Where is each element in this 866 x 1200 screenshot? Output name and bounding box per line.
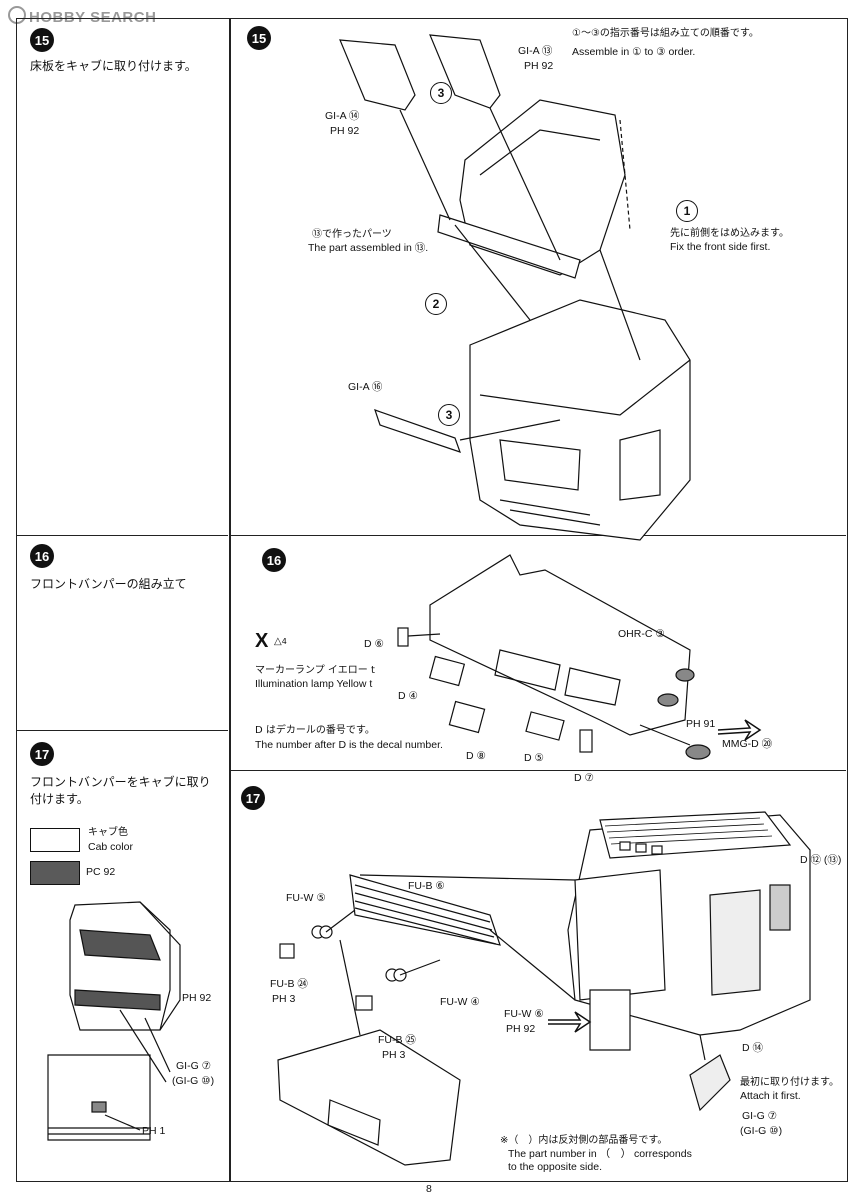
decal-label: D ⑥ (364, 638, 384, 650)
part-paint-label: PH 92 (524, 60, 554, 72)
assembled-part-label-jp: ⑬で作ったパーツ (312, 229, 392, 240)
decal-label: D ④ (398, 690, 418, 702)
part-label: (GI-G ⑩) (172, 1075, 215, 1087)
step-number-badge: 16 (30, 544, 54, 568)
part-paint-label: PH 92 (506, 1023, 536, 1035)
part-label: MMG-D ⑳ (722, 738, 773, 750)
assembled-part-label-en: The part assembled in ⑬. (308, 242, 429, 254)
order-marker: 2 (425, 293, 447, 315)
step-number-badge: 16 (262, 548, 286, 572)
footnote-en: to the opposite side. (508, 1161, 602, 1173)
order-marker: 1 (676, 200, 698, 222)
decal-label: D ⑦ (574, 772, 594, 784)
watermark-logo-icon (8, 6, 26, 24)
sidebar-frame (16, 18, 230, 1182)
marker-lamp-label-jp: マーカーランプ イエロー t (255, 665, 375, 676)
part-label: FU-W ⑥ (504, 1008, 544, 1020)
step-number-badge: 17 (241, 786, 265, 810)
step-instruction: 床板をキャブに取り付けます。 (30, 59, 197, 73)
order-marker: 3 (438, 404, 460, 426)
footnote-jp: ※（ ）内は反対側の部品番号です。 (500, 1135, 668, 1146)
part-paint-label: PH 1 (142, 1125, 166, 1137)
paint-swatch (30, 861, 80, 885)
part-label: FU-W ⑤ (286, 892, 326, 904)
front-first-note-en: Fix the front side first. (670, 241, 771, 253)
decal-label: D ⑤ (524, 752, 544, 764)
main-divider-16-17 (231, 770, 846, 771)
part-label: FU-B ㉕ (378, 1034, 416, 1046)
part-label: (GI-G ⑩) (740, 1125, 783, 1137)
part-label: GI-A ⑯ (348, 381, 383, 393)
part-label: FU-B ⑥ (408, 880, 445, 892)
step-number-badge: 15 (247, 26, 271, 50)
marker-lamp-label-en: Illumination lamp Yellow t (255, 678, 373, 690)
part-label: GI-A ⑭ (325, 110, 360, 122)
attach-first-note-en: Attach it first. (740, 1090, 801, 1102)
part-paint-label: PH 3 (382, 1049, 406, 1061)
paint-code-label: PC 92 (86, 866, 116, 878)
decal-note-en: The number after D is the decal number. (255, 739, 443, 751)
order-marker: 3 (430, 82, 452, 104)
page-number: 8 (426, 1183, 432, 1195)
main-divider-15-16 (231, 535, 846, 536)
legend-label-jp: キャブ色 (88, 827, 128, 838)
attach-first-note-jp: 最初に取り付けます。 (740, 1077, 839, 1088)
decal-label: D ⑧ (466, 750, 486, 762)
warning-triangle-icon: △4 (274, 636, 287, 647)
order-note-en: Assemble in ① to ③ order. (572, 46, 696, 58)
cab-color-swatch (30, 828, 80, 852)
x-mark: X (255, 630, 269, 652)
order-note-jp: ①～③の指示番号は組み立ての順番です。 (572, 28, 759, 39)
part-label: GI-G ⑦ (742, 1110, 778, 1122)
step-instruction: フロントバンパーの組み立て (30, 577, 187, 591)
decal-label: D ⑭ (742, 1042, 763, 1054)
legend-label-en: Cab color (88, 841, 133, 853)
side-divider-16-17 (17, 730, 228, 731)
part-paint-label: PH 3 (272, 993, 296, 1005)
decal-note-jp: D はデカールの番号です。 (255, 725, 375, 736)
step-instruction: フロントバンパーをキャブに取り 付けます。 (30, 775, 211, 806)
part-paint-label: PH 91 (686, 718, 716, 730)
part-paint-label: PH 92 (330, 125, 360, 137)
decal-label: D ⑫ (⑬) (800, 854, 842, 866)
footnote-en: The part number in （ ） corresponds (508, 1148, 692, 1160)
part-label: GI-A ⑬ (518, 45, 553, 57)
front-first-note-jp: 先に前側をはめ込みます。 (670, 228, 789, 239)
part-label: GI-G ⑦ (176, 1060, 212, 1072)
part-label: FU-B ㉔ (270, 978, 308, 990)
step-number-badge: 17 (30, 742, 54, 766)
side-divider-15-16 (17, 535, 228, 536)
part-paint-label: PH 92 (182, 992, 212, 1004)
part-label: OHR-C ③ (618, 628, 665, 640)
main-frame (230, 18, 848, 1182)
part-label: FU-W ④ (440, 996, 480, 1008)
step-number-badge: 15 (30, 28, 54, 52)
watermark: HOBBY SEARCH (8, 6, 156, 26)
